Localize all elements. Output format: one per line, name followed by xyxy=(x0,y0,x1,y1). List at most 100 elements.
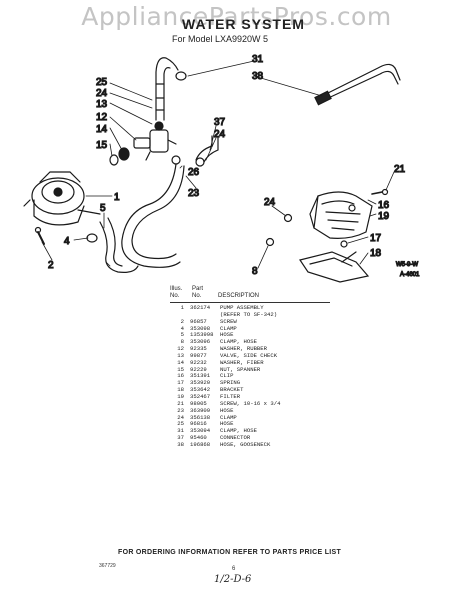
hose-part-5 xyxy=(86,217,139,273)
connector-part-37 xyxy=(171,135,219,167)
model-subtitle: For Model LXA9920W 5 xyxy=(172,34,269,44)
parts-row: (REFER TO SF-342) xyxy=(170,310,330,319)
hose-part-38 xyxy=(314,63,401,106)
handwritten-reference: 1/2-D-6 xyxy=(214,574,252,585)
screw-part-21 xyxy=(371,188,389,196)
page-title: WATER SYSTEM xyxy=(182,16,305,32)
exploded-diagram: 31 38 25 24 13 12 14 15 1 5 4 2 37 24 26… xyxy=(23,53,421,283)
parts-illus-no xyxy=(170,312,190,319)
parts-description: CLAMP xyxy=(220,324,237,332)
parts-description: CLAMP, HOSE xyxy=(220,338,257,346)
parts-row: 15 92229 NUT, SPANNER xyxy=(170,365,330,374)
parts-row: 1 362174 PUMP ASSEMBLY xyxy=(170,304,330,312)
parts-part-no: 92232 xyxy=(190,358,207,366)
document-code: 367729 xyxy=(99,563,116,569)
callout-1: 1 xyxy=(114,192,120,203)
parts-illus-no: 12 xyxy=(177,345,184,353)
parts-description: NUT, SPANNER xyxy=(220,365,261,373)
callout-2: 2 xyxy=(48,260,54,271)
parts-part-no: 92335 xyxy=(190,345,207,353)
parts-description: CLAMP xyxy=(220,413,237,421)
callout-25: 25 xyxy=(96,77,108,88)
header-part-no: No. xyxy=(192,293,202,299)
parts-part-no: 353920 xyxy=(190,379,211,387)
parts-illus-no: 15 xyxy=(177,365,184,373)
parts-illus-no: 18 xyxy=(177,386,184,394)
callout-24: 24 xyxy=(96,88,108,99)
parts-description: CLIP xyxy=(220,372,234,380)
parts-illus-no: 25 xyxy=(177,420,184,428)
parts-illus-no: 23 xyxy=(177,406,184,414)
parts-illus-no: 1 xyxy=(180,304,184,311)
parts-illus-no: 21 xyxy=(177,399,184,407)
parts-illus-no: 8 xyxy=(180,338,184,346)
callout-18: 18 xyxy=(370,248,382,259)
page-number: 6 xyxy=(232,566,236,572)
callout-23: 23 xyxy=(188,188,200,199)
callout-15: 15 xyxy=(96,140,108,151)
callout-38: 38 xyxy=(252,71,264,82)
callout-14: 14 xyxy=(96,124,108,135)
parts-row: 12 92335 WASHER, RUBBER xyxy=(170,345,330,353)
parts-part-no: 99877 xyxy=(190,351,207,359)
parts-list-rule xyxy=(170,302,330,303)
callout-13: 13 xyxy=(96,99,108,110)
hose-part-23 xyxy=(121,163,185,268)
leader-lines xyxy=(41,60,395,269)
parts-part-no: 196868 xyxy=(190,440,211,448)
clamp-part-8 xyxy=(265,237,275,247)
parts-illus-no: 31 xyxy=(177,427,184,435)
parts-illus-no: 14 xyxy=(177,358,184,366)
parts-illus-no: 24 xyxy=(177,413,184,421)
parts-part-no: 92229 xyxy=(190,365,207,373)
parts-part-no: 351391 xyxy=(190,372,211,380)
callout-26: 26 xyxy=(188,167,200,178)
parts-illus-no: 16 xyxy=(177,372,184,380)
callout-8: 8 xyxy=(252,266,258,277)
screw-part-2 xyxy=(34,226,45,245)
parts-list-rows: 1 362174 PUMP ASSEMBLY(REFER TO SF-342) 2 96… xyxy=(170,304,330,449)
parts-description: PUMP ASSEMBLY xyxy=(220,304,264,311)
header-illus: Illus. No. xyxy=(170,286,192,300)
parts-description: HOSE xyxy=(220,420,234,428)
header-illus-label: Illus. xyxy=(170,286,183,292)
parts-description: HOSE, GOOSENECK xyxy=(220,440,271,448)
parts-description: WASHER, FIBER xyxy=(220,358,264,366)
parts-part-no: 363909 xyxy=(190,406,211,414)
callout-21: 21 xyxy=(394,164,406,175)
parts-description: FILTER xyxy=(220,392,241,400)
callout-24-filter: 24 xyxy=(264,197,276,208)
header-part: Part No. xyxy=(192,286,218,300)
pump-assembly-part-1 xyxy=(23,171,101,226)
watermark: AppliancePartsPros.com xyxy=(81,2,392,31)
parts-part-no: 98005 xyxy=(190,399,207,407)
bracket-part-18 xyxy=(299,251,370,283)
callout-37: 37 xyxy=(214,117,226,128)
parts-illus-no: 4 xyxy=(180,324,184,332)
parts-illus-no: 2 xyxy=(180,317,184,325)
parts-description: WASHER, RUBBER xyxy=(220,345,267,353)
parts-description: (REFER TO SF-342) xyxy=(220,310,278,318)
callout-4: 4 xyxy=(64,236,70,247)
parts-part-no: 96816 xyxy=(190,420,207,428)
parts-part-no: 1353998 xyxy=(190,331,214,339)
parts-part-no: 362174 xyxy=(190,304,211,311)
parts-illus-no: 17 xyxy=(177,379,184,387)
header-illus-no: No. xyxy=(170,293,180,299)
parts-part-no: 353642 xyxy=(190,386,211,394)
callout-16: 16 xyxy=(378,200,390,211)
callout-17: 17 xyxy=(370,233,382,244)
parts-part-no: 96857 xyxy=(190,317,207,325)
callout-24-connector: 24 xyxy=(214,129,226,140)
clamp-part-31 xyxy=(175,71,187,81)
ordering-note: FOR ORDERING INFORMATION REFER TO PARTS … xyxy=(118,549,342,556)
parts-illus-no: 13 xyxy=(177,351,184,359)
parts-illus-no: 38 xyxy=(177,440,184,448)
